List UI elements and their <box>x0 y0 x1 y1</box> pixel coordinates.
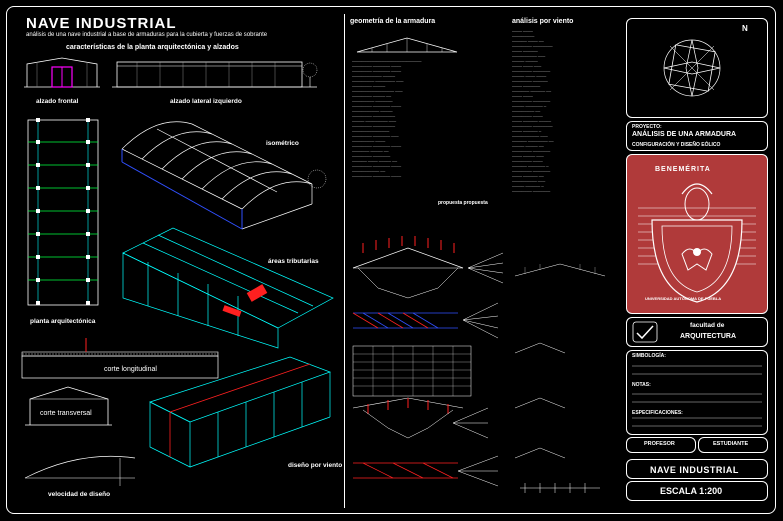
drawing-sheet-border <box>6 6 776 514</box>
plano-name-box <box>626 459 768 479</box>
project-label: PROYECTO: <box>632 124 662 130</box>
label-areas-tributarias: áreas tributarias <box>268 258 319 265</box>
project-subtitle: CONFIGURACIÓN Y DISEÑO EÓLICO <box>632 142 721 148</box>
truss-force-diagrams <box>352 236 504 487</box>
label-corte-transversal: corte transversal <box>40 410 92 417</box>
plano-nombre: NAVE INDUSTRIAL <box>650 465 739 475</box>
tributary-areas-drawing <box>122 227 334 349</box>
sheet-title: NAVE INDUSTRIAL <box>26 15 177 32</box>
arquitectura-label: ARQUITECTURA <box>680 333 736 340</box>
north-label: N <box>742 24 748 33</box>
wind-speed-diagram <box>24 455 136 486</box>
north-arrow-box <box>626 18 768 118</box>
crest-arc-top: BENEMÉRITA <box>655 166 711 173</box>
label-alzado-frontal: alzado frontal <box>36 98 79 105</box>
wind-design-3d-drawing <box>149 356 332 468</box>
analisis-header: análisis por viento <box>512 18 574 25</box>
notes-box <box>626 350 768 435</box>
transverse-section-drawing <box>25 386 112 426</box>
column-divider <box>344 14 345 508</box>
simbologia-label: SIMBOLOGÍA: <box>632 353 666 359</box>
project-box <box>626 121 768 151</box>
faculty-logo-icon <box>632 321 658 343</box>
geometria-header: geometría de la armadura <box>350 18 436 25</box>
escala-label: ESCALA 1:200 <box>660 486 723 496</box>
floor-plan-drawing <box>27 118 99 306</box>
profesor-box <box>626 437 696 453</box>
label-velocidad-diseno: velocidad de diseño <box>48 491 111 498</box>
geometria-calc-lines: ──────────────────────────────────── ───… <box>352 60 422 179</box>
faculty-box <box>626 317 768 347</box>
section-header: características de la planta arquitectón… <box>66 44 239 51</box>
propuesta-header: propuesta propuesta <box>438 200 488 206</box>
longitudinal-section-drawing <box>21 338 219 379</box>
label-diseno-viento: diseño por viento <box>288 462 343 469</box>
label-alzado-lateral: alzado lateral izquierdo <box>170 98 242 105</box>
sheet-subtitle: análisis de una nave industrial a base d… <box>26 32 268 38</box>
analisis-calc-lines: ──── ─────────────────── ──── ──────────… <box>512 30 554 194</box>
especificaciones-label: ESPECIFICACIONES: <box>632 410 683 416</box>
project-title: ANÁLISIS DE UNA ARMADURA <box>632 131 737 138</box>
estudiante-box <box>698 437 768 453</box>
notas-label: NOTAS: <box>632 382 651 388</box>
label-isometrico: isométrico <box>266 140 299 147</box>
truss-geometry-drawing <box>356 37 458 53</box>
label-planta: planta arquitectónica <box>30 318 96 325</box>
front-elevation-drawing <box>24 57 100 88</box>
estudiante-label: ESTUDIANTE <box>713 441 749 447</box>
label-corte-longitudinal: corte longitudinal <box>104 366 157 373</box>
scale-box <box>626 481 768 501</box>
notes-rule-lines <box>632 365 762 427</box>
isometric-roof-drawing <box>121 121 327 230</box>
facultad-label: facultad de <box>690 322 725 329</box>
side-elevation-drawing <box>112 61 318 88</box>
north-arrow-icon <box>663 39 721 97</box>
profesor-label: PROFESOR <box>644 441 675 447</box>
analysis-mini-diagrams <box>514 263 606 493</box>
university-crest-emblem <box>638 183 756 303</box>
crest-arc-bottom: UNIVERSIDAD AUTÓNOMA DE PUEBLA <box>645 296 722 301</box>
